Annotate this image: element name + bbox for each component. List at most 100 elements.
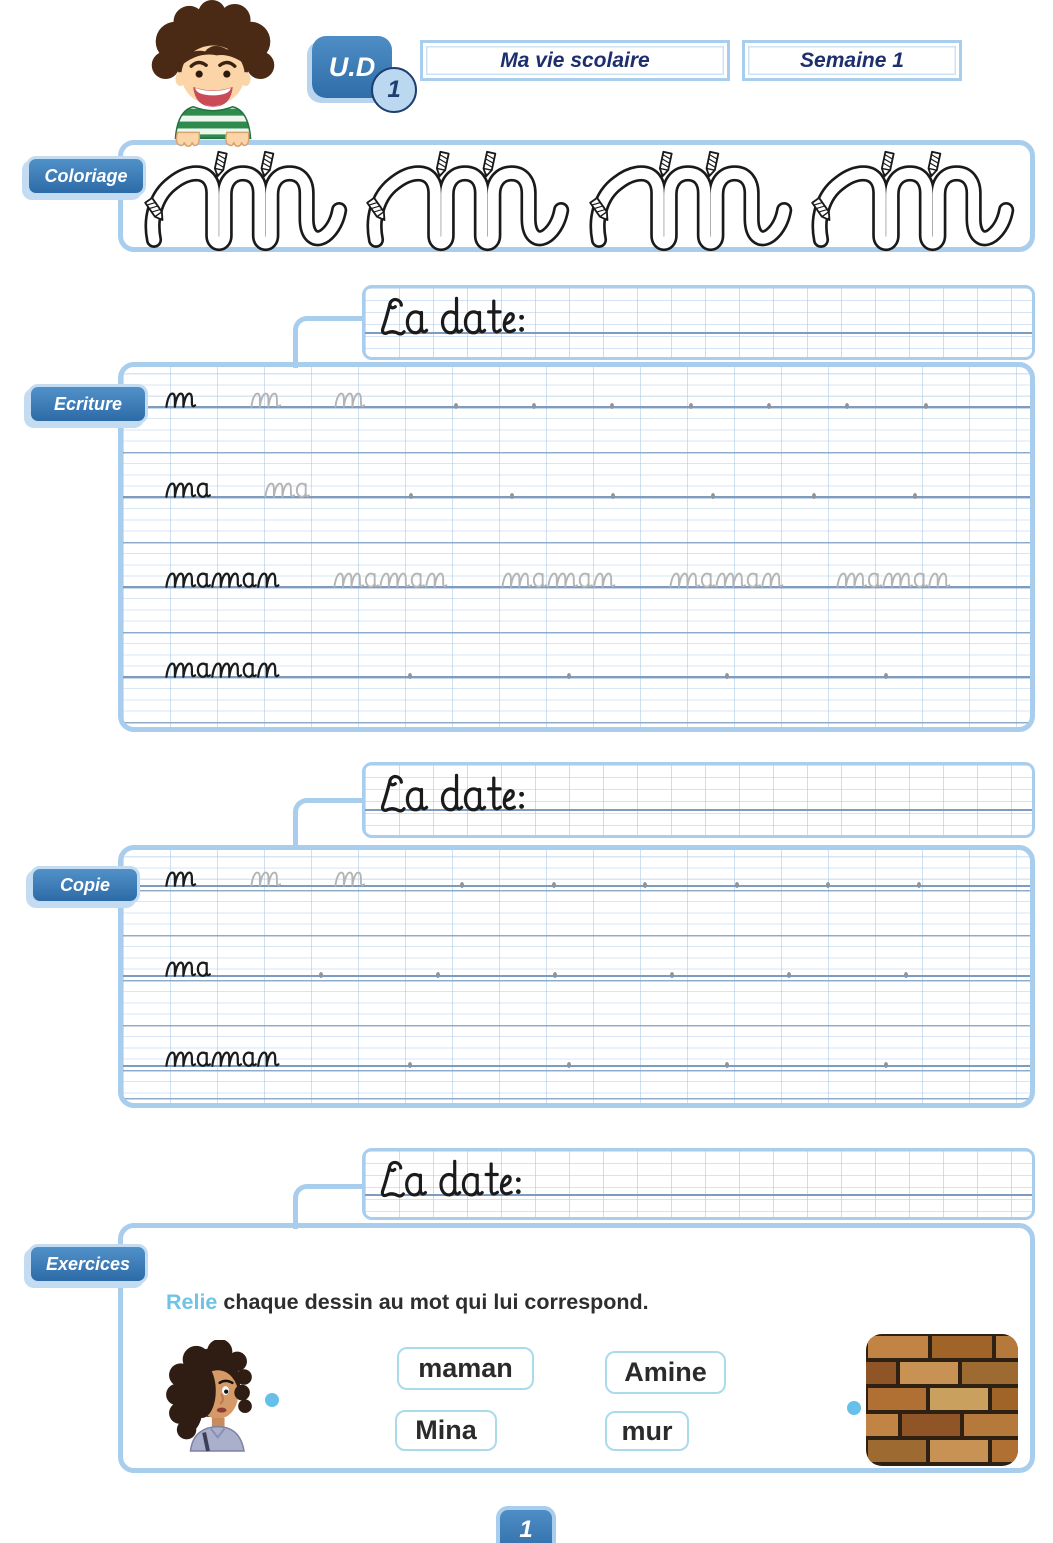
start-dot (566, 672, 571, 679)
unit-badge: U.D (312, 36, 392, 98)
start-dot (552, 971, 557, 978)
start-dot (566, 1061, 571, 1068)
start-dot (725, 672, 730, 679)
writing-row (163, 473, 1005, 507)
connector-line (293, 1184, 368, 1229)
start-dot (435, 971, 440, 978)
start-dot (318, 971, 323, 978)
start-dot (734, 881, 739, 888)
date-rule-line (365, 1194, 1032, 1196)
model-word (163, 383, 200, 417)
start-dot (509, 492, 514, 499)
start-dot (725, 1061, 730, 1068)
trace-word[interactable] (332, 862, 369, 896)
word-option-amine[interactable]: Amine (605, 1351, 726, 1394)
connect-dot-left[interactable] (265, 1393, 279, 1407)
section-label-exercices: Exercices (28, 1244, 148, 1284)
date-field[interactable] (362, 285, 1035, 360)
trace-word[interactable] (331, 563, 451, 597)
trace-word[interactable] (834, 563, 954, 597)
date-label (375, 1158, 528, 1208)
coloriage-letter-m[interactable] (804, 132, 1016, 260)
section-label-copie: Copie (30, 866, 140, 904)
start-dots (262, 952, 1005, 978)
start-dot (460, 881, 465, 888)
start-dot (904, 971, 909, 978)
start-dot (551, 881, 556, 888)
coloriage-letter-m[interactable] (359, 132, 571, 260)
brick-wall-illustration (866, 1334, 1018, 1466)
trace-word[interactable] (262, 473, 313, 507)
trace-word[interactable] (667, 563, 787, 597)
writing-baseline (123, 586, 1030, 588)
start-dot (409, 492, 414, 499)
writing-baseline (123, 885, 1030, 887)
trace-word[interactable] (499, 563, 619, 597)
date-rule-line (365, 332, 1032, 334)
trace-word[interactable] (248, 383, 285, 417)
writing-row (163, 1042, 1005, 1076)
coloriage-letters (118, 140, 1035, 252)
start-dot (883, 672, 888, 679)
model-word (163, 952, 214, 986)
start-dots (361, 473, 1005, 499)
writing-row (163, 653, 1005, 687)
writing-baseline (123, 496, 1030, 498)
writing-row (163, 383, 1005, 417)
connector-line (293, 798, 368, 850)
section-label-coloriage: Coloriage (26, 156, 146, 196)
writing-row (163, 862, 1005, 896)
date-label (375, 295, 532, 346)
model-word (163, 473, 214, 507)
writing-row (163, 563, 1005, 597)
start-dot (845, 402, 850, 409)
start-dot (923, 402, 928, 409)
ecriture-writing-area[interactable] (118, 362, 1035, 732)
page-title: Ma vie scolaire (420, 40, 730, 81)
start-dots (331, 653, 1005, 679)
start-dot (688, 402, 693, 409)
start-dot (787, 971, 792, 978)
start-dot (408, 672, 413, 679)
model-word (163, 563, 283, 597)
date-field[interactable] (362, 1148, 1035, 1220)
start-dot (670, 971, 675, 978)
word-option-maman[interactable]: maman (397, 1347, 534, 1390)
start-dots (331, 1042, 1005, 1068)
coloriage-letter-m[interactable] (582, 132, 794, 260)
word-option-mur[interactable]: mur (605, 1411, 689, 1451)
word-option-mina[interactable]: Mina (395, 1410, 497, 1451)
model-word (163, 653, 283, 687)
start-dot (711, 492, 716, 499)
trace-word[interactable] (248, 862, 285, 896)
date-label (375, 772, 532, 823)
writing-baseline (123, 406, 1030, 408)
instruction-text: chaque dessin au mot qui lui correspond. (217, 1290, 649, 1314)
mother-portrait-illustration (166, 1340, 252, 1452)
start-dot (453, 402, 458, 409)
date-field[interactable] (362, 762, 1035, 838)
date-rule-line (365, 809, 1032, 811)
start-dot (767, 402, 772, 409)
section-label-ecriture: Ecriture (28, 384, 148, 424)
start-dot (610, 492, 615, 499)
writing-baseline (123, 676, 1030, 678)
trace-word[interactable] (332, 383, 369, 417)
page-number: 1 (519, 1516, 533, 1543)
boy-illustration (151, 0, 275, 148)
unit-number-badge: 1 (371, 67, 417, 113)
writing-baseline (123, 1065, 1030, 1067)
instruction-verb: Relie (166, 1290, 218, 1314)
start-dot (825, 881, 830, 888)
start-dots (417, 383, 1005, 409)
writing-row (163, 952, 1005, 986)
start-dot (643, 881, 648, 888)
writing-baseline (123, 975, 1030, 977)
start-dot (912, 492, 917, 499)
copie-writing-area[interactable] (118, 845, 1035, 1108)
connect-dot-right[interactable] (847, 1401, 861, 1415)
start-dot (917, 881, 922, 888)
coloriage-letter-m[interactable] (137, 132, 349, 260)
start-dot (811, 492, 816, 499)
